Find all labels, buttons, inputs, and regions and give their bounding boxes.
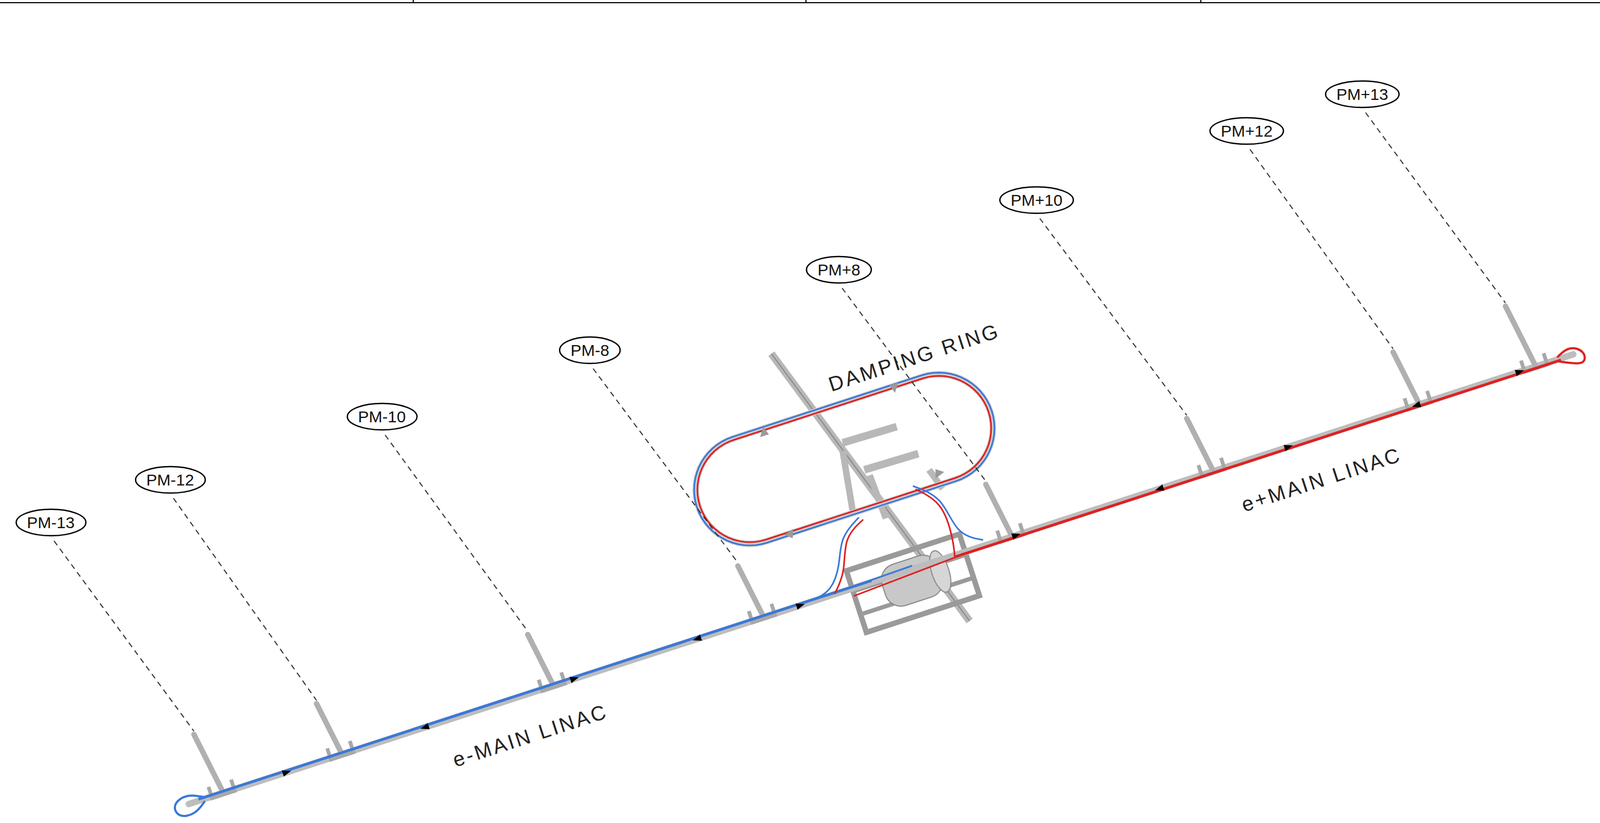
callout-ellipse: PM-8 xyxy=(558,335,622,365)
electron-loop xyxy=(175,795,206,817)
callout-text: PM-8 xyxy=(570,341,610,360)
callout-ellipse: PM-10 xyxy=(346,402,419,432)
ring-direction-arrow xyxy=(935,469,945,479)
callout-ellipse: PM-12 xyxy=(134,465,207,495)
access-shaft xyxy=(527,634,553,684)
service-tunnel xyxy=(869,475,886,519)
callout-text: PM+13 xyxy=(1336,85,1389,104)
positron-extraction xyxy=(915,489,956,557)
leader-line xyxy=(385,435,528,633)
beam-direction-arrow xyxy=(1514,370,1524,376)
callout-ellipse: PM+10 xyxy=(998,185,1075,215)
callout-text: PM+10 xyxy=(1010,191,1063,210)
frame-tick xyxy=(1200,0,1202,3)
access-shaft xyxy=(1186,418,1213,469)
leader-line xyxy=(54,541,194,732)
ring-direction-arrow xyxy=(760,426,769,438)
frame-tick xyxy=(412,0,414,3)
callout-ellipse: PM+12 xyxy=(1208,116,1285,146)
ring-direction-arrow xyxy=(889,382,899,394)
leader-line xyxy=(173,498,317,702)
positron-loop xyxy=(1557,348,1585,364)
access-shaft xyxy=(985,484,1011,535)
ring-direction-arrow xyxy=(784,529,794,539)
damping-ring-electron xyxy=(694,372,995,546)
ellipse-shape xyxy=(135,466,206,494)
leader-line xyxy=(1249,149,1394,350)
frame-top xyxy=(0,0,1600,3)
access-shaft xyxy=(193,734,223,791)
service-tunnel xyxy=(864,453,919,470)
ellipse-shape xyxy=(347,403,418,430)
beam-direction-arrow xyxy=(281,770,292,777)
damping-ring-positron xyxy=(697,375,992,543)
main-tunnel xyxy=(189,354,1574,805)
leader-line xyxy=(1365,112,1506,304)
positron-transfer xyxy=(834,519,864,595)
callout-ellipse: PM+13 xyxy=(1324,79,1401,109)
ellipse-shape xyxy=(16,509,86,536)
ellipse-shape xyxy=(1209,117,1284,145)
access-shaft xyxy=(1393,352,1418,402)
callout-text: PM-13 xyxy=(27,513,75,532)
frame-line xyxy=(0,2,1600,4)
leader-line xyxy=(1039,218,1187,416)
beam-direction-arrow xyxy=(795,603,805,610)
callout-text: PM-12 xyxy=(146,471,194,489)
beam-direction-arrow xyxy=(692,634,702,641)
access-shaft xyxy=(737,566,763,615)
ellipse-shape xyxy=(999,186,1074,214)
shaft-cavern xyxy=(1404,391,1431,410)
ellipse-shape xyxy=(1325,81,1400,108)
ellipse-shape xyxy=(559,337,621,364)
beam-direction-arrow xyxy=(1154,484,1165,491)
callout-text: PM+12 xyxy=(1220,122,1273,140)
ellipse-shape xyxy=(806,256,872,284)
electron-extraction xyxy=(912,486,984,541)
callout-ellipse: PM+8 xyxy=(805,255,873,285)
access-shaft xyxy=(1505,306,1535,365)
central-campus xyxy=(771,353,980,633)
service-tunnel xyxy=(842,451,854,516)
access-shaft xyxy=(316,703,341,752)
beam-direction-arrow xyxy=(569,677,579,684)
beam-direction-arrow xyxy=(1412,400,1422,407)
callout-text: PM+8 xyxy=(817,260,860,279)
positron-beam xyxy=(955,360,1562,558)
service-tunnel xyxy=(842,426,897,443)
beam-direction-arrow xyxy=(420,723,430,730)
frame-tick xyxy=(805,0,807,3)
callout-text: PM-10 xyxy=(358,407,406,426)
beam-direction-arrow xyxy=(1011,533,1021,540)
positron-to-ip xyxy=(854,553,966,596)
electron-beam xyxy=(198,580,872,800)
beam-direction-arrow xyxy=(1283,445,1293,452)
callout-ellipse: PM-13 xyxy=(15,508,87,537)
leader-line xyxy=(593,368,738,564)
